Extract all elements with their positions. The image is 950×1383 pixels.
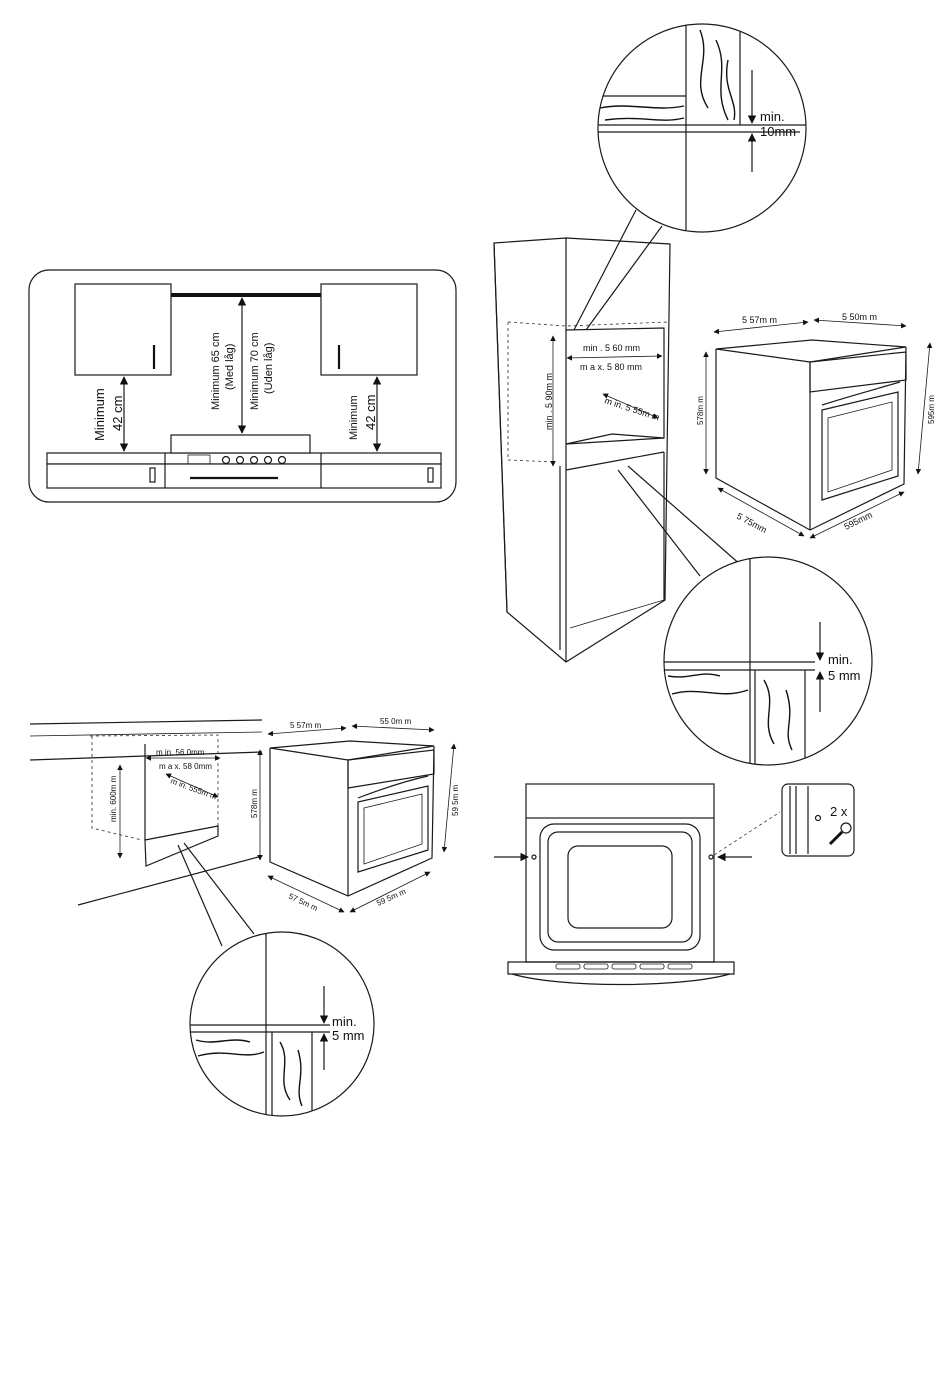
wall-cabinet-right xyxy=(320,283,418,376)
oven-top-width-top: 5 50m m xyxy=(842,312,877,322)
wall-cabinet-left xyxy=(74,283,172,376)
oven-bottom-height-front: 59 5m m xyxy=(451,785,460,816)
top-gap-min: min. xyxy=(760,109,785,124)
oven-bottom-depth-top: 5 57m m xyxy=(290,721,321,730)
screw-hole-right xyxy=(708,854,714,860)
oven-door-frame xyxy=(539,823,701,951)
under-counter-installation: min. 600m m m in. 56 0mm m a x. 58 0mm m… xyxy=(29,719,375,1117)
oven-vents xyxy=(555,963,693,970)
niche-gap-value: 5 mm xyxy=(332,1028,365,1043)
niche-depth-min: m in. 555m m xyxy=(169,776,218,801)
oven-window xyxy=(567,845,673,929)
niche-height-min: min. 600m m xyxy=(109,775,118,822)
base-cabinets xyxy=(46,463,442,489)
oven-bottom-width-top: 55 0m m xyxy=(380,717,411,726)
base-handle-right xyxy=(427,467,434,483)
worktop xyxy=(46,452,442,465)
left-clearance-value: 42 cm xyxy=(110,396,125,431)
hood-min-70-label: Minimum 70 cm xyxy=(249,332,261,410)
tall-height-min: min . 5 90m m xyxy=(544,373,554,430)
oven-top-panel xyxy=(525,783,715,819)
base-handle-left xyxy=(149,467,156,483)
detail-niche-gap xyxy=(189,931,375,1117)
oven-top-width-bottom: 595mm xyxy=(842,510,873,532)
hood-min-70-note: (Uden låg) xyxy=(263,343,275,394)
oven-bottom-width-bottom: 59 5m m xyxy=(375,887,407,908)
screw-icon xyxy=(828,822,852,846)
hob-clearance-panel: Minimum 42 cm Minimum 42 cm Minimum 65 c… xyxy=(28,269,457,503)
oven-knobs xyxy=(221,455,287,465)
hob xyxy=(170,434,311,454)
screw-count: 2 x xyxy=(830,804,848,819)
detail-top-gap xyxy=(597,23,807,233)
niche-gap-min: min. xyxy=(332,1014,357,1029)
oven-top-depth-top: 5 57m m xyxy=(742,315,777,325)
oven-top-height-side: 578m m xyxy=(696,396,705,425)
top-gap-value: 10mm xyxy=(760,124,796,139)
niche-width-max: m a x. 58 0mm xyxy=(159,762,212,771)
oven-display xyxy=(187,454,211,465)
bottom-gap-value: 5 mm xyxy=(828,668,861,683)
tall-depth-min: m in. 5 55m m xyxy=(603,395,660,422)
panel-frame xyxy=(28,269,457,503)
oven-top-height-front: 595m m xyxy=(927,395,936,424)
oven-bottom-depth-bottom: 57 5m m xyxy=(287,892,319,913)
oven-top-depth-bottom: 5 75mm xyxy=(735,511,768,535)
oven-fixing-front: 2 x xyxy=(494,783,855,986)
oven-bottom-height-side: 578m m xyxy=(250,789,259,818)
left-clearance-label: Minimum xyxy=(92,388,107,441)
right-clearance-value: 42 cm xyxy=(363,395,378,430)
niche-width-min: m in. 56 0mm xyxy=(156,748,205,757)
oven-dimensions-bottom: 5 57m m 55 0m m 578m m 59 5m m 57 5m m 5… xyxy=(250,717,460,913)
oven-dimensions-top: 5 57m m 5 50m m 578m m 595m m 5 75mm 595… xyxy=(696,312,936,539)
tall-width-min: min . 5 60 mm xyxy=(583,343,640,353)
right-clearance-label: Minimum xyxy=(348,395,360,440)
hood-min-65-note: (Med låg) xyxy=(224,344,236,390)
bottom-gap-min: min. xyxy=(828,652,853,667)
screw-hole-left xyxy=(531,854,537,860)
hood-min-65-label: Minimum 65 cm xyxy=(210,332,222,410)
detail-bottom-gap xyxy=(663,556,873,766)
tall-width-max: m a x. 5 80 mm xyxy=(580,362,642,372)
tall-cabinet-installation: min . 5 60 mm m a x. 5 80 mm min . 5 90m… xyxy=(493,23,873,766)
